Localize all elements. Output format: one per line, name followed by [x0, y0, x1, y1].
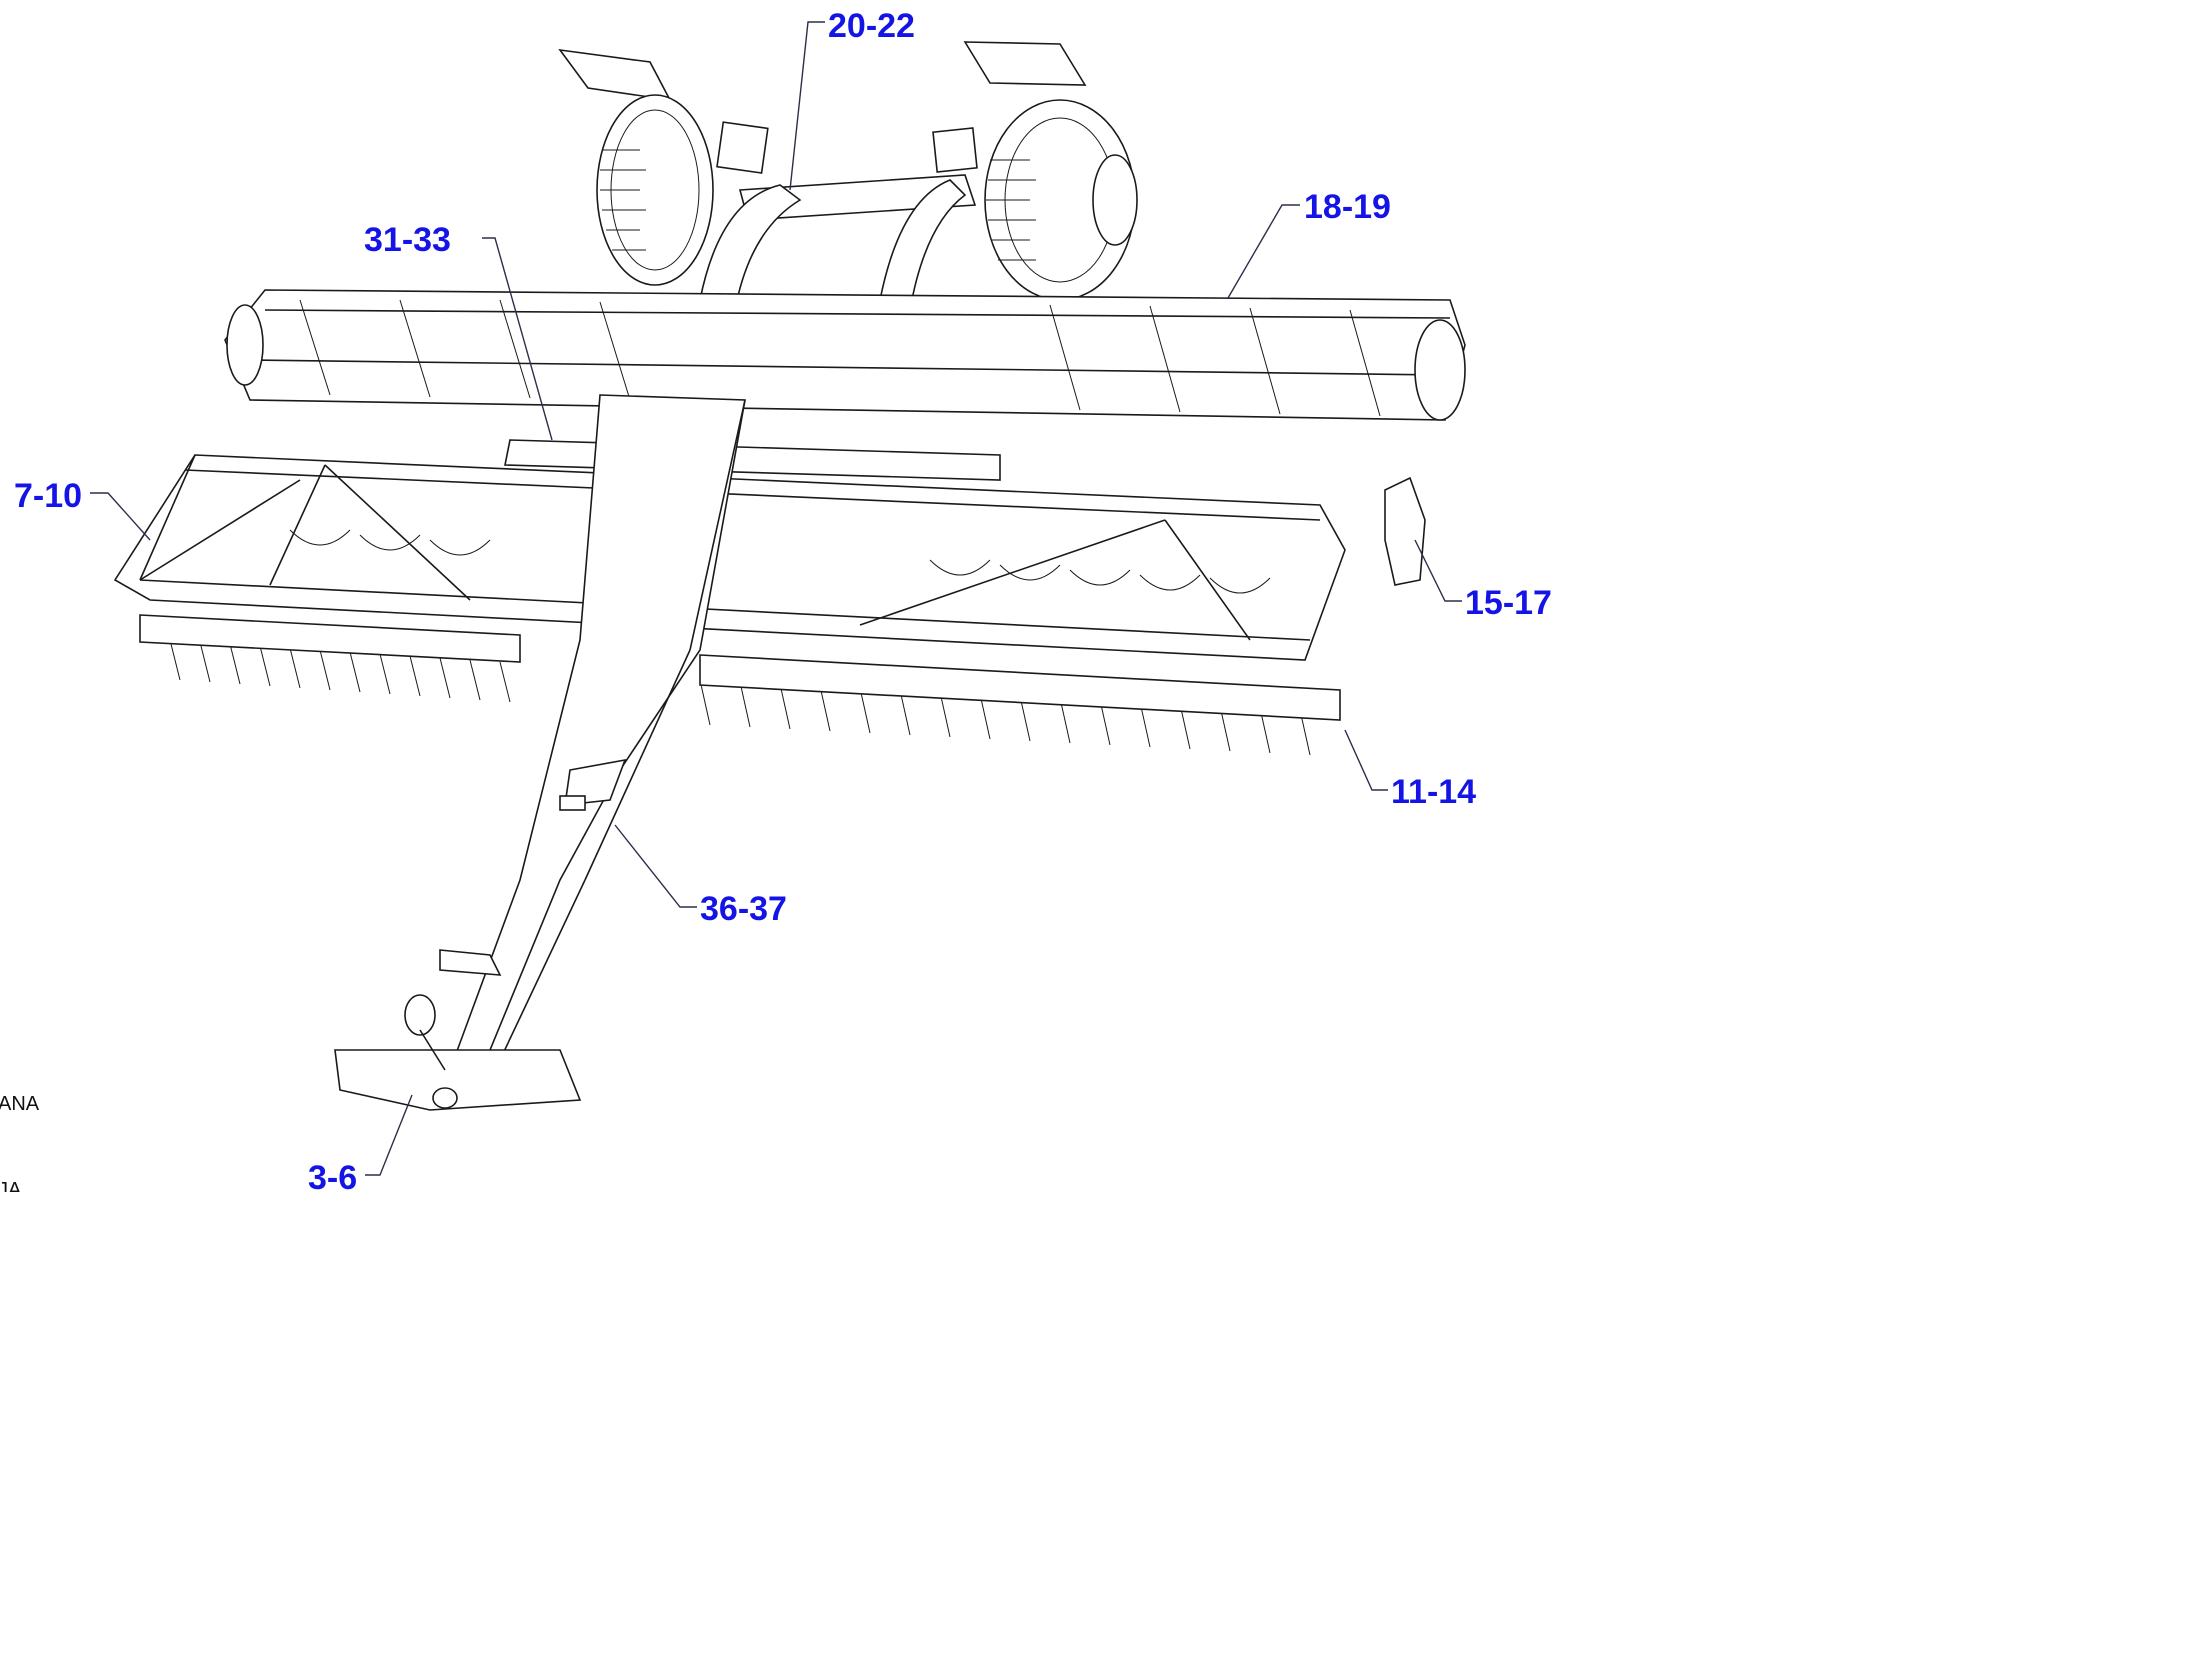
front-gang-bar-left	[139, 614, 521, 663]
leader-36-37	[614, 824, 697, 908]
rear-roller-frame	[224, 289, 1466, 421]
end-shield	[1384, 476, 1426, 586]
callout-15-17: 15-17	[1465, 584, 1552, 622]
leader-7-10	[90, 492, 151, 541]
leader-lines	[90, 21, 1462, 1176]
side-text-ana: ANA	[0, 1093, 40, 1115]
callout-3-6: 3-6	[308, 1159, 357, 1192]
side-text-ja: JA	[0, 1179, 22, 1192]
disc-harrow-exploded-diagram: 20-22 18-19 31-33 7-10 15-17 11-14 36-37…	[0, 7, 1552, 1192]
callout-labels: 20-22 18-19 31-33 7-10 15-17 11-14 36-37…	[14, 7, 1552, 1192]
leader-31-33	[482, 237, 553, 441]
right-transport-wheel	[932, 41, 1138, 301]
callout-31-33: 31-33	[364, 221, 451, 259]
drawbar	[448, 394, 746, 1072]
callout-20-22: 20-22	[828, 7, 915, 45]
hitch	[334, 949, 582, 1111]
leader-18-19	[1227, 204, 1300, 299]
callout-11-14: 11-14	[1391, 773, 1476, 811]
left-transport-wheel	[558, 48, 769, 286]
leader-11-14	[1344, 729, 1388, 791]
machine-illustration	[113, 41, 1466, 1111]
callout-36-37: 36-37	[700, 890, 787, 928]
front-gang-bar-right	[699, 654, 1341, 721]
leader-15-17	[1414, 539, 1462, 602]
leader-20-22	[789, 21, 825, 191]
disc-gangs	[169, 529, 1311, 756]
callout-18-19: 18-19	[1304, 188, 1391, 226]
main-disc-frame	[113, 454, 1346, 661]
callout-7-10: 7-10	[14, 477, 82, 515]
leader-3-6	[365, 1094, 413, 1176]
